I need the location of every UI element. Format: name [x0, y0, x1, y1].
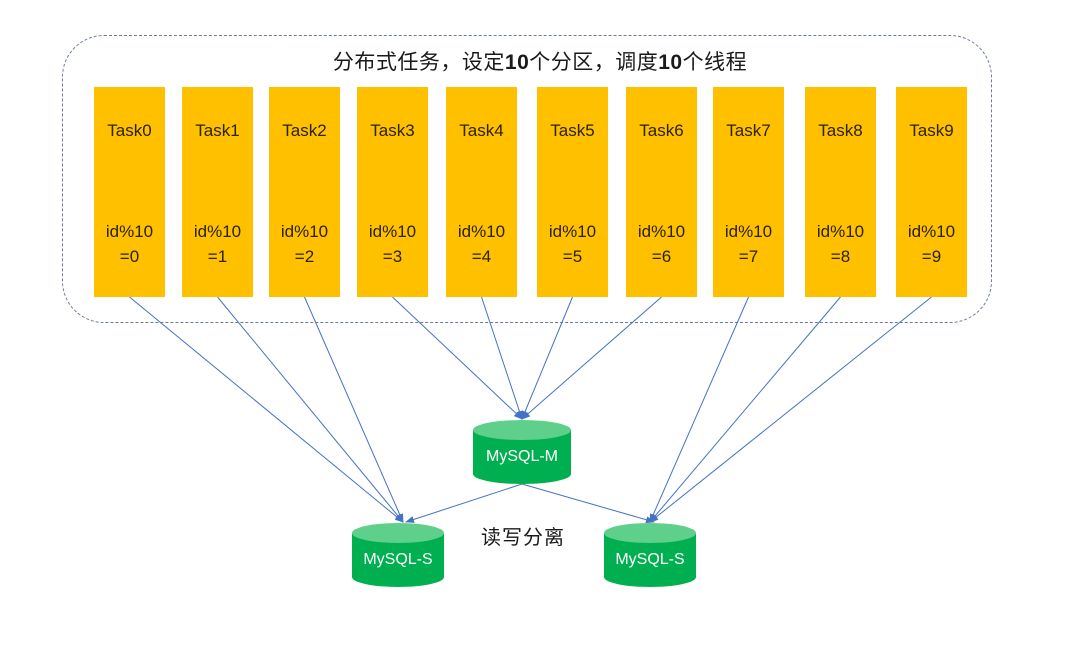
task-eq: =4 — [471, 247, 492, 266]
title-partition-count: 10 — [504, 51, 530, 74]
title-text-1: 分布式任务，设定 — [332, 51, 505, 74]
task-box-1: Task1 id%10 =1 — [182, 87, 253, 297]
task-mod: id%10 — [548, 222, 597, 241]
database-slave-left — [352, 523, 444, 587]
arrow-task4-to-master — [481, 296, 523, 420]
cylinder-body — [352, 533, 444, 587]
task-name: Task7 — [726, 121, 771, 140]
cylinder-body — [604, 533, 696, 587]
task-partition-rule: id%10 =6 — [626, 219, 697, 269]
task-mod: id%10 — [816, 222, 865, 241]
arrow-task5-to-master — [521, 296, 573, 420]
arrow-task0-to-slave-left — [129, 296, 404, 523]
task-box-6: Task6 id%10 =6 — [626, 87, 697, 297]
arrow-task7-to-slave-right — [649, 296, 749, 523]
task-partition-rule: id%10 =4 — [446, 219, 517, 269]
task-box-3: Task3 id%10 =3 — [357, 87, 428, 297]
task-name: Task9 — [909, 121, 954, 140]
title-text-2: 个分区，调度 — [529, 51, 659, 74]
task-mod: id%10 — [907, 222, 956, 241]
task-partition-rule: id%10 =8 — [805, 219, 876, 269]
task-box-9: Task9 id%10 =9 — [896, 87, 967, 297]
arrow-task1-to-slave-left — [217, 296, 404, 523]
cylinder-top — [352, 523, 444, 543]
task-partition-rule: id%10 =7 — [713, 219, 784, 269]
task-partition-rule: id%10 =3 — [357, 219, 428, 269]
task-eq: =5 — [562, 247, 583, 266]
arrow-task6-to-master — [521, 296, 662, 420]
task-mod: id%10 — [637, 222, 686, 241]
task-box-4: Task4 id%10 =4 — [446, 87, 517, 297]
task-eq: =8 — [830, 247, 851, 266]
task-box-8: Task8 id%10 =8 — [805, 87, 876, 297]
read-write-separation-label: 读写分离 — [481, 527, 565, 549]
cylinder-top — [473, 420, 571, 440]
distributed-task-group — [62, 35, 992, 323]
task-eq: =9 — [921, 247, 942, 266]
task-mod: id%10 — [105, 222, 154, 241]
task-eq: =1 — [207, 247, 228, 266]
task-name: Task8 — [818, 121, 863, 140]
db-label-master: MySQL-M — [486, 448, 558, 465]
task-eq: =2 — [294, 247, 315, 266]
task-mod: id%10 — [457, 222, 506, 241]
arrow-task8-to-slave-right — [649, 296, 841, 523]
task-partition-rule: id%10 =0 — [94, 219, 165, 269]
cylinder-top — [604, 523, 696, 543]
task-name: Task1 — [195, 121, 240, 140]
task-eq: =0 — [119, 247, 140, 266]
task-partition-rule: id%10 =9 — [896, 219, 967, 269]
db-label-slave-left: MySQL-S — [363, 551, 433, 568]
task-mod: id%10 — [280, 222, 329, 241]
task-name: Task2 — [282, 121, 327, 140]
task-box-5: Task5 id%10 =5 — [537, 87, 608, 297]
db-label-slave-right: MySQL-S — [615, 551, 685, 568]
database-master — [473, 420, 571, 484]
arrow-replication-to-slave-left — [405, 483, 523, 523]
task-name: Task0 — [107, 121, 152, 140]
arrow-task3-to-master — [392, 296, 523, 420]
title-thread-count: 10 — [658, 51, 683, 74]
title-text-3: 个线程 — [682, 51, 748, 74]
group-title: 分布式任务，设定10个分区，调度10个线程 — [0, 46, 1080, 76]
task-eq: =7 — [738, 247, 759, 266]
task-box-7: Task7 id%10 =7 — [713, 87, 784, 297]
task-eq: =3 — [382, 247, 403, 266]
task-mod: id%10 — [724, 222, 773, 241]
cylinder-body — [473, 430, 571, 484]
arrow-task9-to-slave-right — [649, 296, 932, 523]
task-mod: id%10 — [368, 222, 417, 241]
task-name: Task6 — [639, 121, 684, 140]
task-mod: id%10 — [193, 222, 242, 241]
task-name: Task3 — [370, 121, 415, 140]
database-slave-right — [604, 523, 696, 587]
task-name: Task4 — [459, 121, 504, 140]
arrow-task2-to-slave-left — [304, 296, 404, 523]
task-eq: =6 — [651, 247, 672, 266]
task-partition-rule: id%10 =1 — [182, 219, 253, 269]
task-box-2: Task2 id%10 =2 — [269, 87, 340, 297]
task-name: Task5 — [550, 121, 595, 140]
task-partition-rule: id%10 =2 — [269, 219, 340, 269]
task-partition-rule: id%10 =5 — [537, 219, 608, 269]
arrow-replication-to-slave-right — [521, 483, 655, 524]
task-box-0: Task0 id%10 =0 — [94, 87, 165, 297]
